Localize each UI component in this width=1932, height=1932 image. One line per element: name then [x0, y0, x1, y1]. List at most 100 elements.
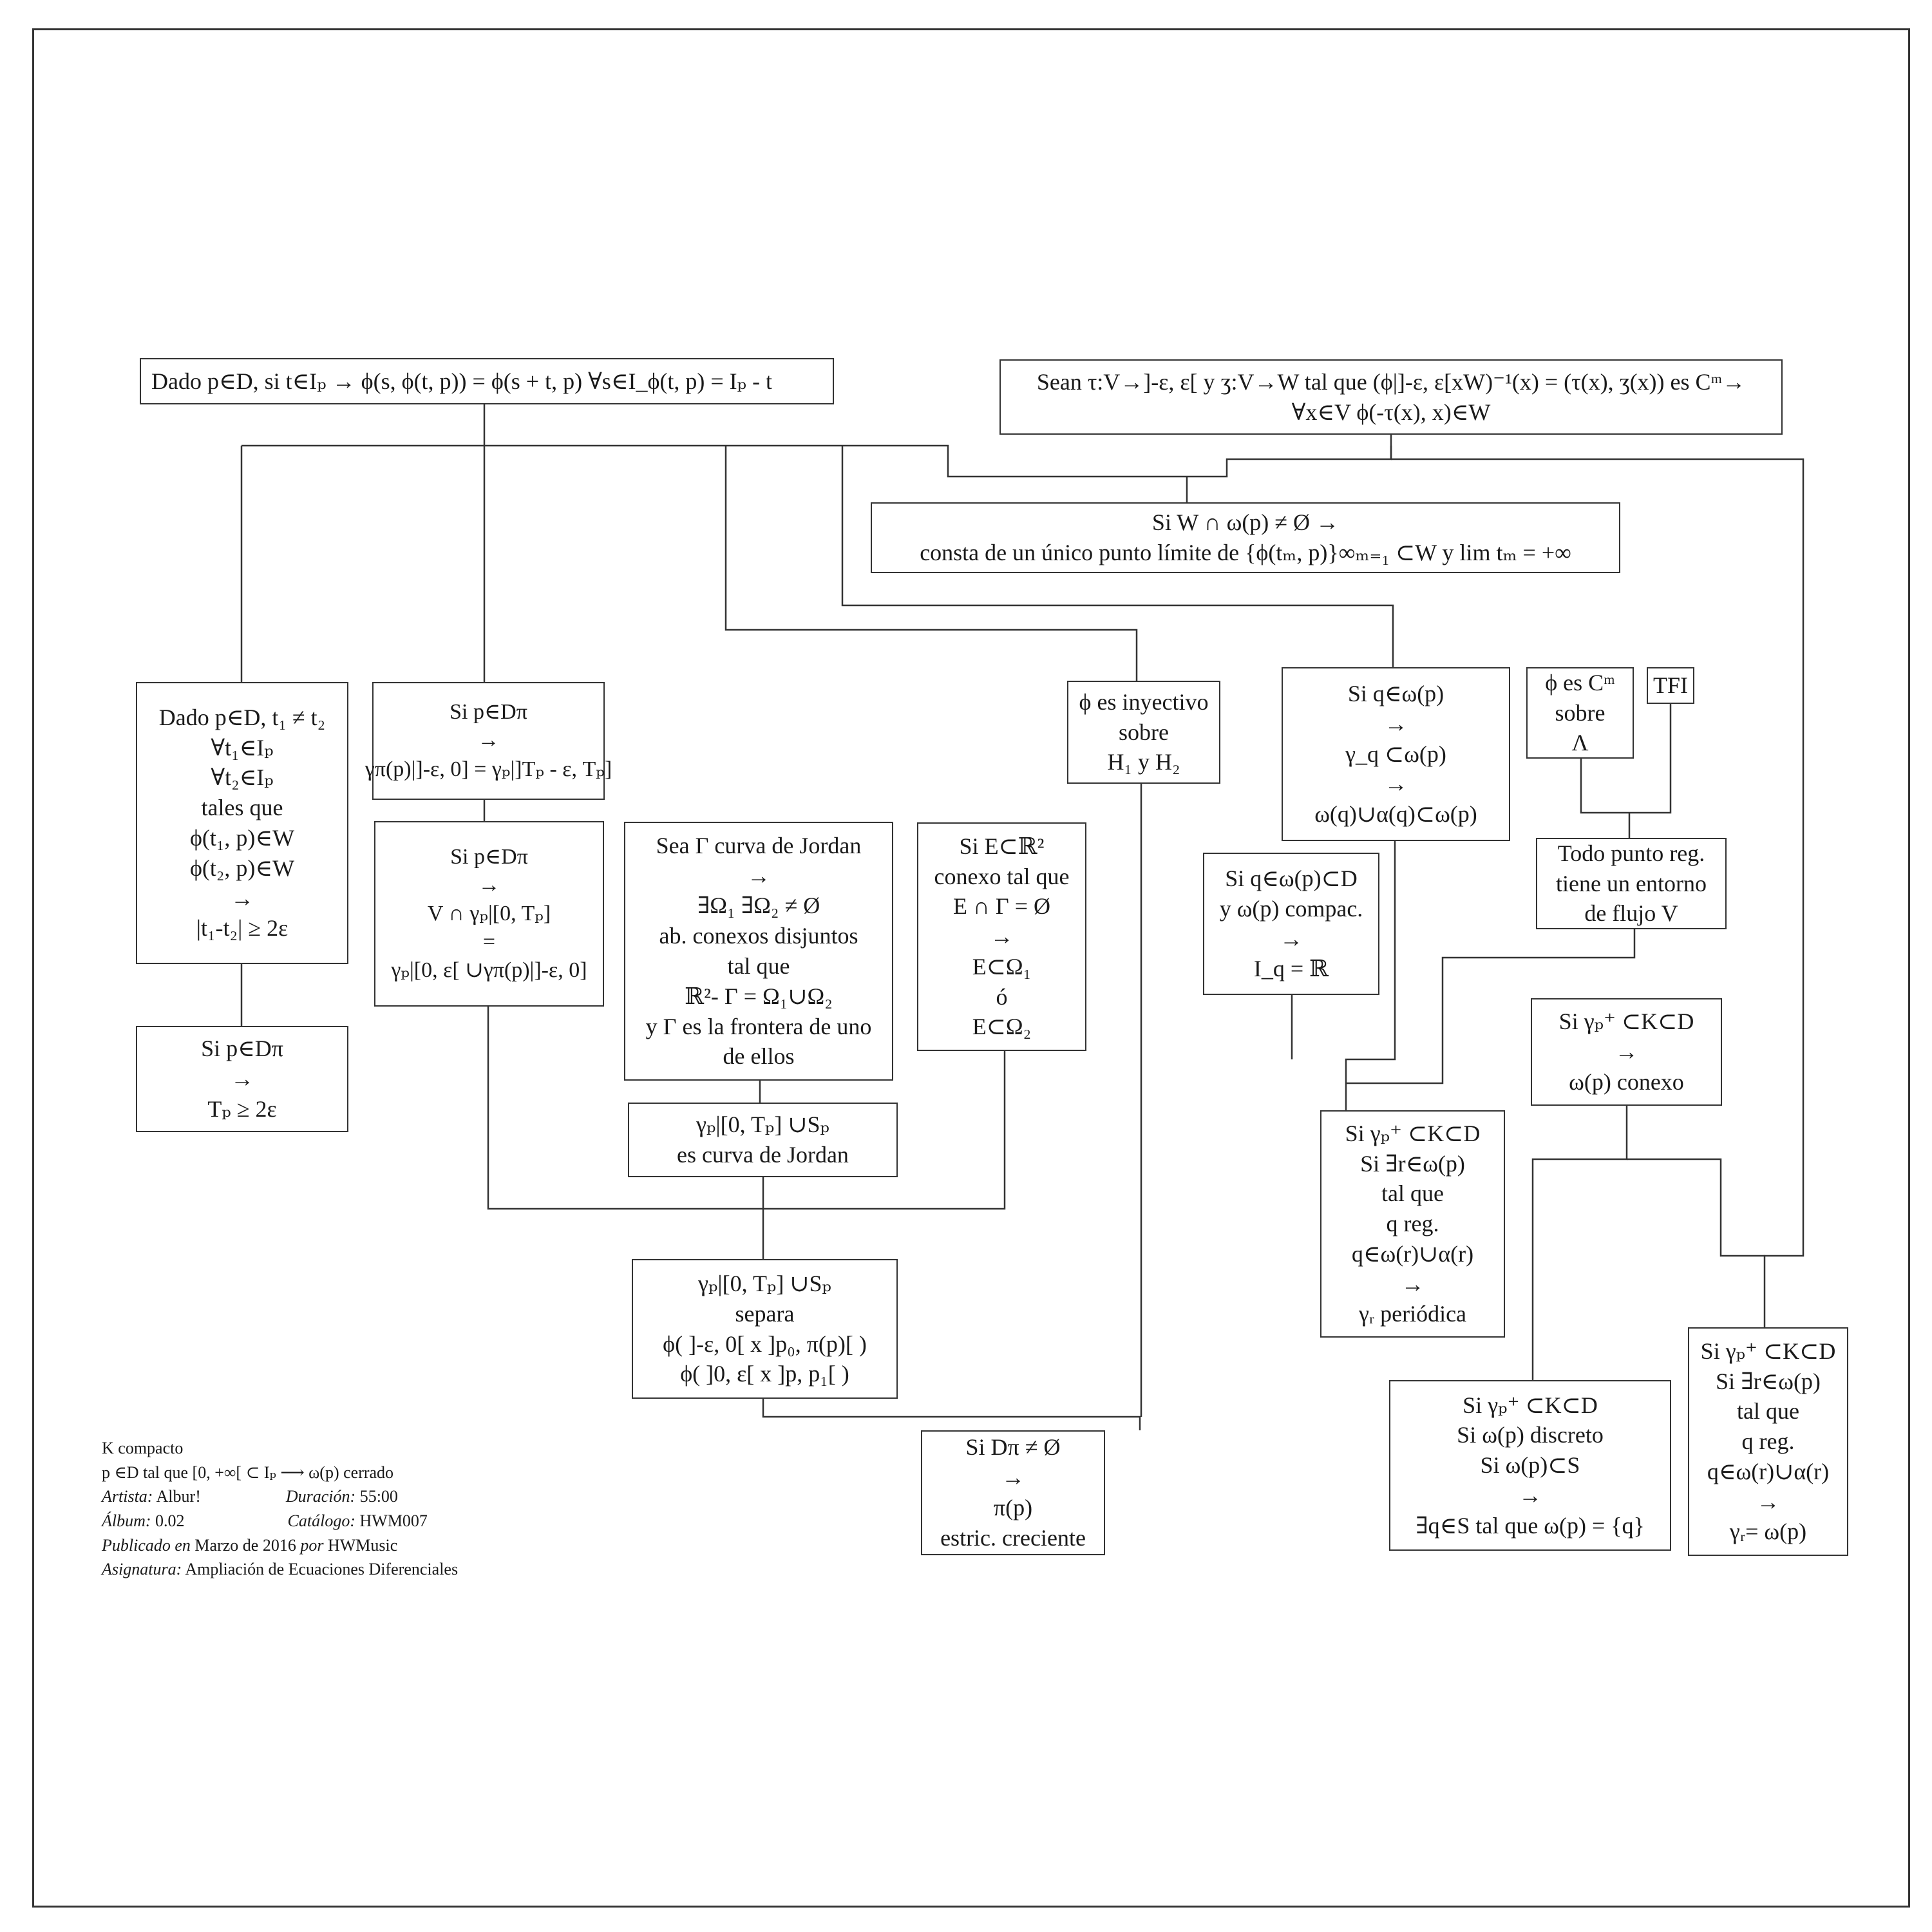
box-line: E⊂Ω₁: [972, 953, 1032, 980]
connector: [242, 444, 1392, 478]
box-line: Λ: [1571, 730, 1589, 756]
box-line: y Γ es la frontera de uno: [645, 1013, 872, 1039]
jordan-curve-result-box: γₚ|[0, Tₚ] ∪Sₚ es curva de Jordan: [628, 1103, 898, 1177]
box-line: γₚ|[0, Tₚ] ∪Sₚ: [696, 1112, 829, 1138]
flow-box-neighborhood-box: Todo punto reg. tiene un entorno de fluj…: [1536, 838, 1727, 929]
box-line: tales que: [201, 795, 283, 821]
box-line: E ∩ Γ = Ø: [952, 893, 1051, 920]
catalog-label: Catálogo:: [287, 1511, 355, 1531]
box-line: Si q∈ω(p): [1347, 681, 1444, 706]
connector: [1391, 458, 1804, 1327]
box-line: V ∩ γₚ|[0, Tₚ]: [427, 901, 551, 925]
box-line: ∃q∈S tal que ω(p) = {q}: [1416, 1512, 1645, 1539]
box-line: Si γₚ⁺ ⊂K⊂D: [1700, 1338, 1836, 1364]
unique-limit-point-box: Si W ∩ ω(p) ≠ Ø → consta de un único pun…: [871, 502, 1620, 573]
box-line: tal que: [727, 953, 790, 979]
box-line: ∃Ω₁ ∃Ω₂ ≠ Ø: [697, 893, 820, 919]
connector: [762, 1399, 1141, 1430]
omega-connected-box: Si γₚ⁺ ⊂K⊂D → ω(p) conexo: [1531, 998, 1722, 1106]
box-line: →: [747, 862, 770, 889]
box-line: Si p∈Dπ: [450, 844, 528, 869]
published-label: Publicado en: [102, 1535, 191, 1555]
published-date: Marzo de 2016: [194, 1535, 296, 1555]
box-line: Todo punto reg.: [1557, 840, 1705, 866]
group-flow-property-box: Dado p∈D, si t∈Iₚ → ϕ(s, ϕ(t, p)) = ϕ(s …: [140, 358, 834, 404]
caption-omega-closed: p ∈D tal que [0, +∞[ ⊂ Iₚ ⟶ ω(p) cerrado: [102, 1463, 394, 1482]
box-line: estric. creciente: [940, 1524, 1086, 1551]
box-line: Si p∈Dπ: [450, 700, 527, 724]
connector: [1627, 1158, 1765, 1257]
periodic-orbit-box: Si γₚ⁺ ⊂K⊂D Si ∃r∈ω(p) tal que q reg. q∈…: [1320, 1110, 1505, 1338]
box-line: Si γₚ⁺ ⊂K⊂D: [1463, 1392, 1598, 1418]
box-line: Si Dπ ≠ Ø: [965, 1434, 1061, 1461]
distinct-times-box: Dado p∈D, t₁ ≠ t₂ ∀t₁∈Iₚ ∀t₂∈Iₚ tales qu…: [136, 682, 348, 964]
discrete-omega-box: Si γₚ⁺ ⊂K⊂D Si ω(p) discreto Si ω(p)⊂S →…: [1389, 1380, 1671, 1551]
flow-box-lemma-box: Sean τ:V→]-ε, ε[ y ʒ:V→W tal que (ϕ|]-ε,…: [999, 359, 1783, 435]
box-line: Si γₚ⁺ ⊂K⊂D: [1345, 1120, 1481, 1146]
box-line: Dado p∈D, t₁ ≠ t₂: [158, 704, 326, 730]
box-line: ab. conexos disjuntos: [659, 923, 858, 949]
box-line: Si p∈Dπ: [201, 1036, 283, 1062]
box-line: Si γₚ⁺ ⊂K⊂D: [1558, 1009, 1694, 1035]
connector: [841, 446, 1394, 667]
box-line: γₚ|[0, Tₚ] ∪Sₚ: [698, 1270, 831, 1296]
subject-label: Asignatura:: [102, 1560, 182, 1579]
box-line: q∈ω(r)∪α(r): [1707, 1458, 1830, 1484]
box-line: →: [1519, 1482, 1542, 1508]
artist-value: Albur!: [156, 1487, 201, 1506]
box-line: →: [1384, 771, 1408, 797]
page-frame: [32, 28, 1910, 1908]
box-line: Si E⊂ℝ²: [959, 833, 1045, 859]
omega-limit-invariant-box: Si q∈ω(p) → γ_q ⊂ω(p) → ω(q)∪α(q)⊂ω(p): [1282, 667, 1510, 841]
separation-box: γₚ|[0, Tₚ] ∪Sₚ separa ϕ( ]-ε, 0[ x ]p₀, …: [632, 1259, 898, 1399]
box-line: ϕ(t₂, p)∈W: [189, 855, 295, 881]
box-line: q∈ω(r)∪α(r): [1351, 1240, 1474, 1267]
album-label: Álbum:: [102, 1511, 151, 1531]
box-line: Si q∈ω(p)⊂D: [1225, 865, 1358, 891]
duration-label: Duración:: [285, 1487, 356, 1506]
box-line: =: [482, 930, 496, 954]
jordan-curve-theorem-box: Sea Γ curva de Jordan → ∃Ω₁ ∃Ω₂ ≠ Ø ab. …: [624, 822, 893, 1081]
box-line: Tₚ ≥ 2ε: [207, 1095, 277, 1122]
connector: [1531, 1106, 1628, 1380]
box-line: Si W ∩ ω(p) ≠ Ø →: [1151, 509, 1340, 536]
box-line: E⊂Ω₂: [972, 1014, 1032, 1040]
box-line: tal que: [1381, 1180, 1444, 1207]
box-line: Sea Γ curva de Jordan: [656, 832, 862, 858]
smoothness-box: ϕ es Cᵐ sobre Λ: [1526, 667, 1634, 759]
subject-value: Ampliación de Ecuaciones Diferenciales: [185, 1560, 459, 1579]
box-line: tiene un entorno: [1556, 870, 1707, 896]
box-line: ϕ( ]0, ε[ x ]p, p₁[ ): [680, 1361, 849, 1387]
box-line: γᵣ= ω(p): [1729, 1519, 1807, 1545]
box-line: →: [1280, 925, 1303, 952]
box-line: →: [990, 923, 1014, 950]
box-line: I_q = ℝ: [1253, 956, 1329, 982]
box-line: γπ(p)|]-ε, 0] = γₚ|]Tₚ - ε, Tₚ]: [365, 757, 612, 781]
connector: [1580, 704, 1672, 814]
published-by-label: por: [300, 1535, 324, 1555]
box-line: Sean τ:V→]-ε, ε[ y ʒ:V→W tal que (ϕ|]-ε,…: [1036, 368, 1746, 395]
publisher-value: HWMusic: [327, 1535, 398, 1555]
box-line: →: [1384, 710, 1408, 737]
box-line: →: [231, 1066, 254, 1092]
box-line: H₁ y H₂: [1107, 749, 1180, 775]
box-line: es curva de Jordan: [677, 1142, 849, 1168]
box-line: ϕ es Cᵐ: [1545, 669, 1615, 696]
duration-value: 55:00: [359, 1487, 398, 1506]
injective-box: ϕ es inyectivo sobre H₁ y H₂: [1067, 681, 1220, 784]
connected-set-box: Si E⊂ℝ² conexo tal que E ∩ Γ = Ø → E⊂Ω₁ …: [917, 822, 1086, 1051]
box-line: |t₁-t₂| ≥ 2ε: [196, 915, 289, 942]
box-line: ϕ( ]-ε, 0[ x ]p₀, π(p)[ ): [663, 1331, 867, 1357]
box-line: ∀t₂∈Iₚ: [211, 764, 274, 791]
connector: [487, 1007, 1006, 1210]
box-line: Si ∃r∈ω(p): [1716, 1368, 1821, 1394]
caption-artist-row: Artista: Albur!Duración: 55:00: [102, 1484, 458, 1509]
box-line: →: [1615, 1039, 1638, 1065]
box-line: de flujo V: [1584, 900, 1678, 927]
connector: [724, 446, 1138, 681]
box-line: →: [1401, 1271, 1425, 1297]
box-line: →: [478, 873, 500, 897]
box-line: ó: [996, 983, 1008, 1010]
